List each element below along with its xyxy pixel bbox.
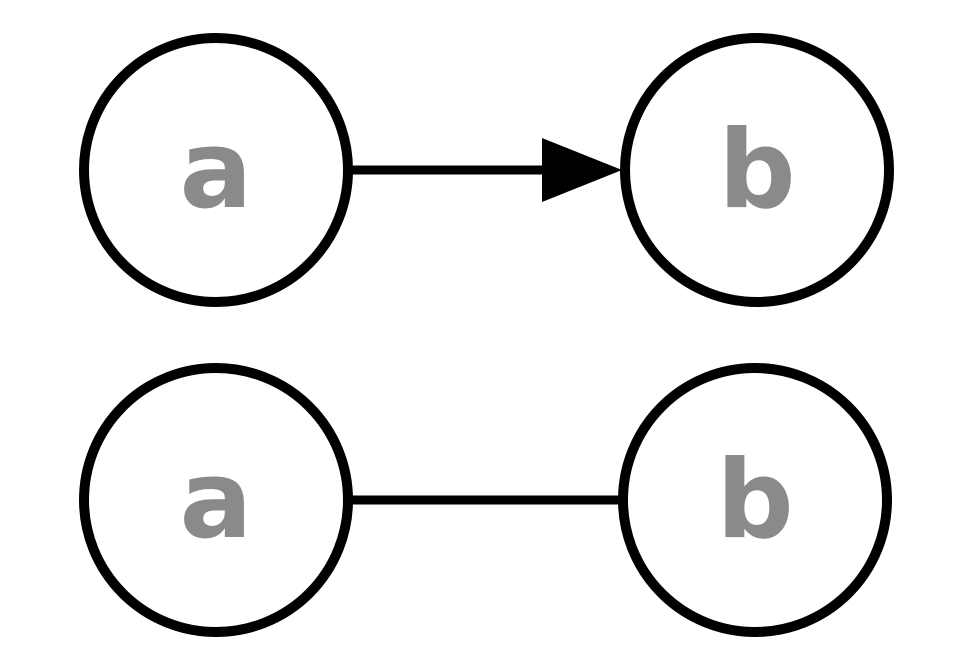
node-label-a: a: [180, 108, 253, 233]
node-label-b: b: [718, 108, 795, 233]
node-circle-b: [618, 363, 892, 637]
arrowhead-icon: [542, 138, 622, 202]
node-circle-b: [620, 33, 894, 307]
node-label-a: a: [180, 438, 253, 563]
node-label-b: b: [716, 438, 793, 563]
node-circle-a: [79, 363, 353, 637]
node-circle-a: [79, 33, 353, 307]
